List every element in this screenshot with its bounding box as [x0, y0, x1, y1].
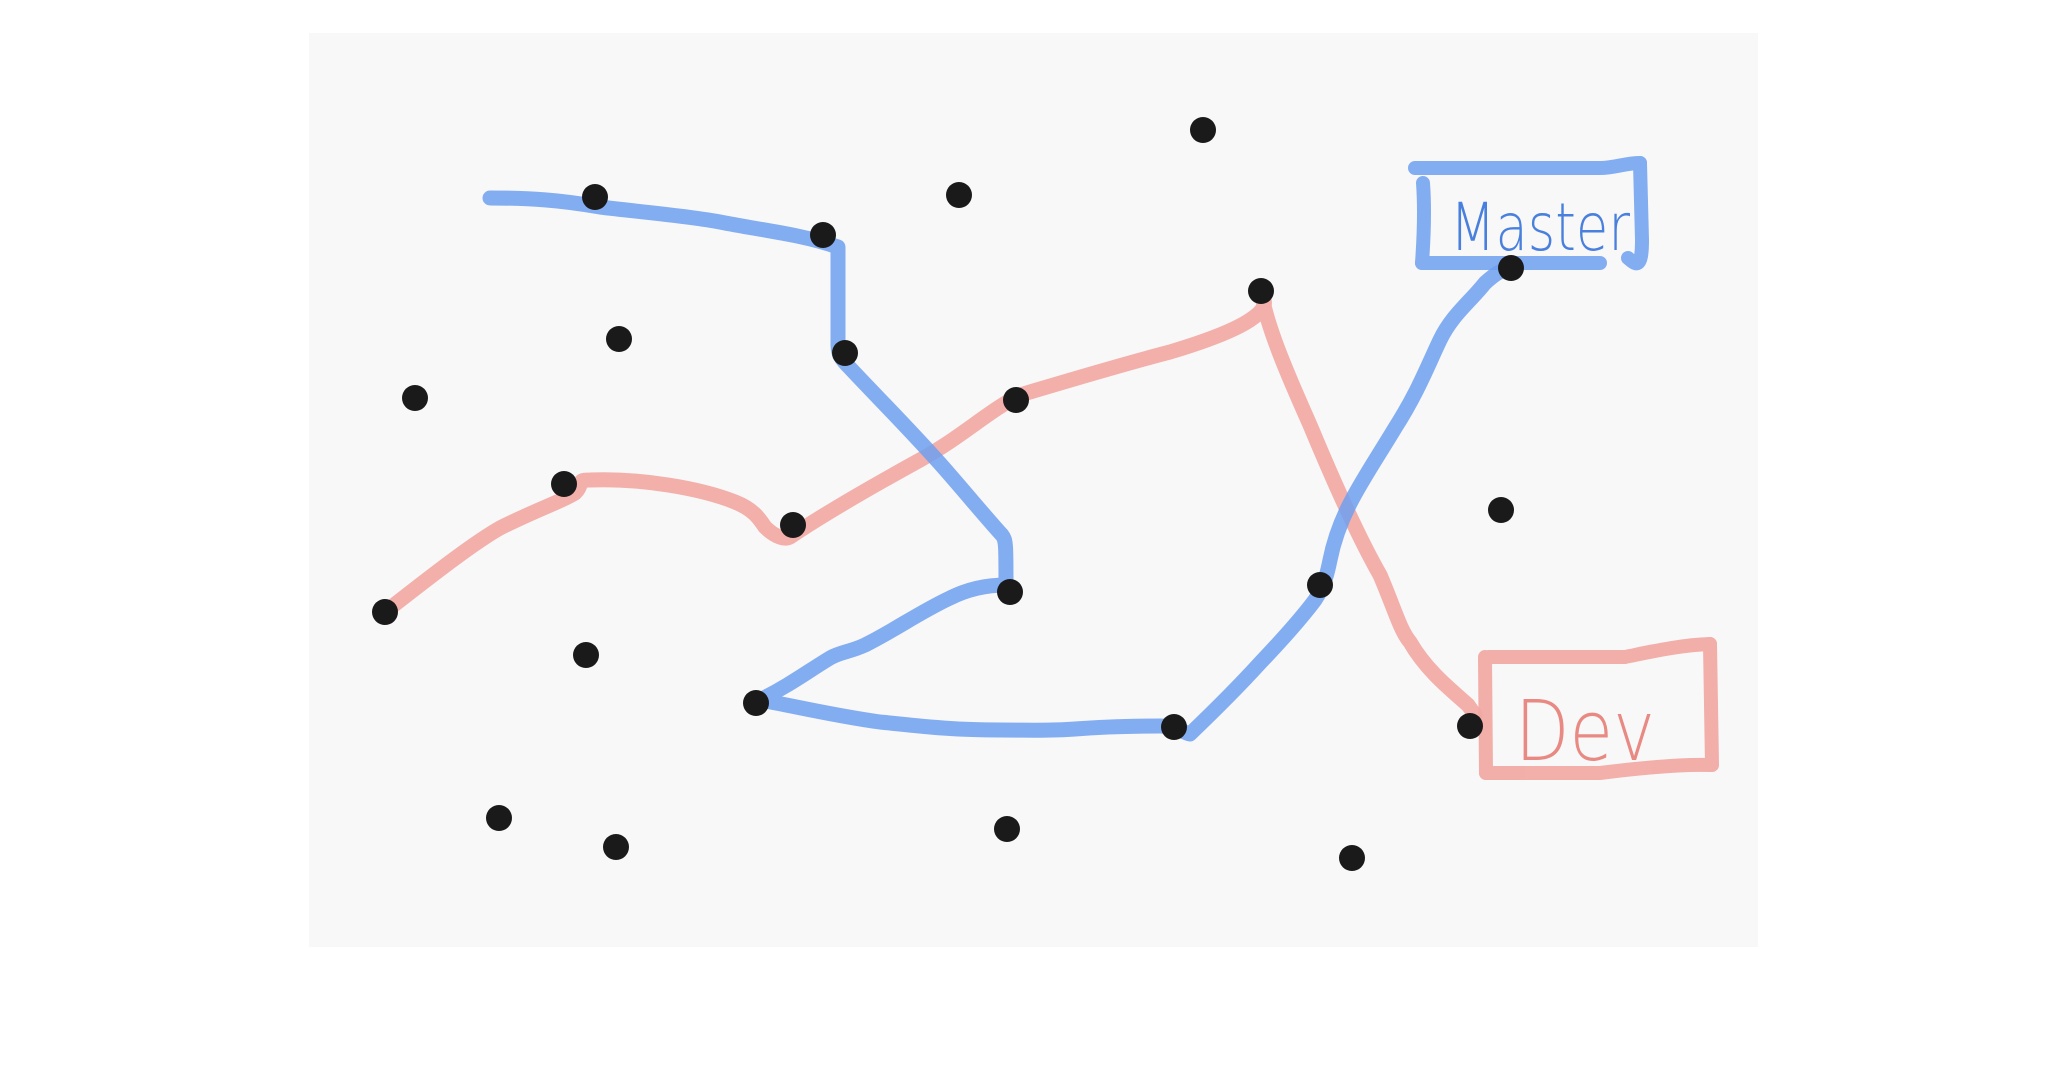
dev-box[interactable] [1478, 637, 1719, 780]
dot[interactable] [994, 816, 1020, 842]
dot[interactable] [946, 182, 972, 208]
dot[interactable] [372, 599, 398, 625]
dot[interactable] [997, 579, 1023, 605]
dot[interactable] [1190, 117, 1216, 143]
master-path [482, 190, 1523, 742]
master-label: Master [1450, 189, 1631, 266]
dot[interactable] [606, 326, 632, 352]
dot[interactable] [1488, 497, 1514, 523]
dot-layer [372, 117, 1524, 871]
dot[interactable] [486, 805, 512, 831]
dot[interactable] [1307, 572, 1333, 598]
dot[interactable] [1003, 387, 1029, 413]
dot[interactable] [1161, 714, 1187, 740]
dev-label: Dev [1515, 682, 1655, 780]
dot[interactable] [810, 222, 836, 248]
dev-path [377, 288, 1483, 723]
dot[interactable] [1457, 713, 1483, 739]
dev-route [377, 288, 1483, 723]
dot[interactable] [1498, 255, 1524, 281]
whiteboard-canvas[interactable] [309, 33, 1758, 947]
dot[interactable] [582, 184, 608, 210]
dot[interactable] [573, 642, 599, 668]
dot[interactable] [1248, 278, 1274, 304]
dot[interactable] [402, 385, 428, 411]
dot[interactable] [832, 340, 858, 366]
dot[interactable] [780, 512, 806, 538]
master-route [482, 190, 1523, 742]
dot[interactable] [603, 834, 629, 860]
dot[interactable] [1339, 845, 1365, 871]
dot[interactable] [551, 471, 577, 497]
dot[interactable] [743, 690, 769, 716]
